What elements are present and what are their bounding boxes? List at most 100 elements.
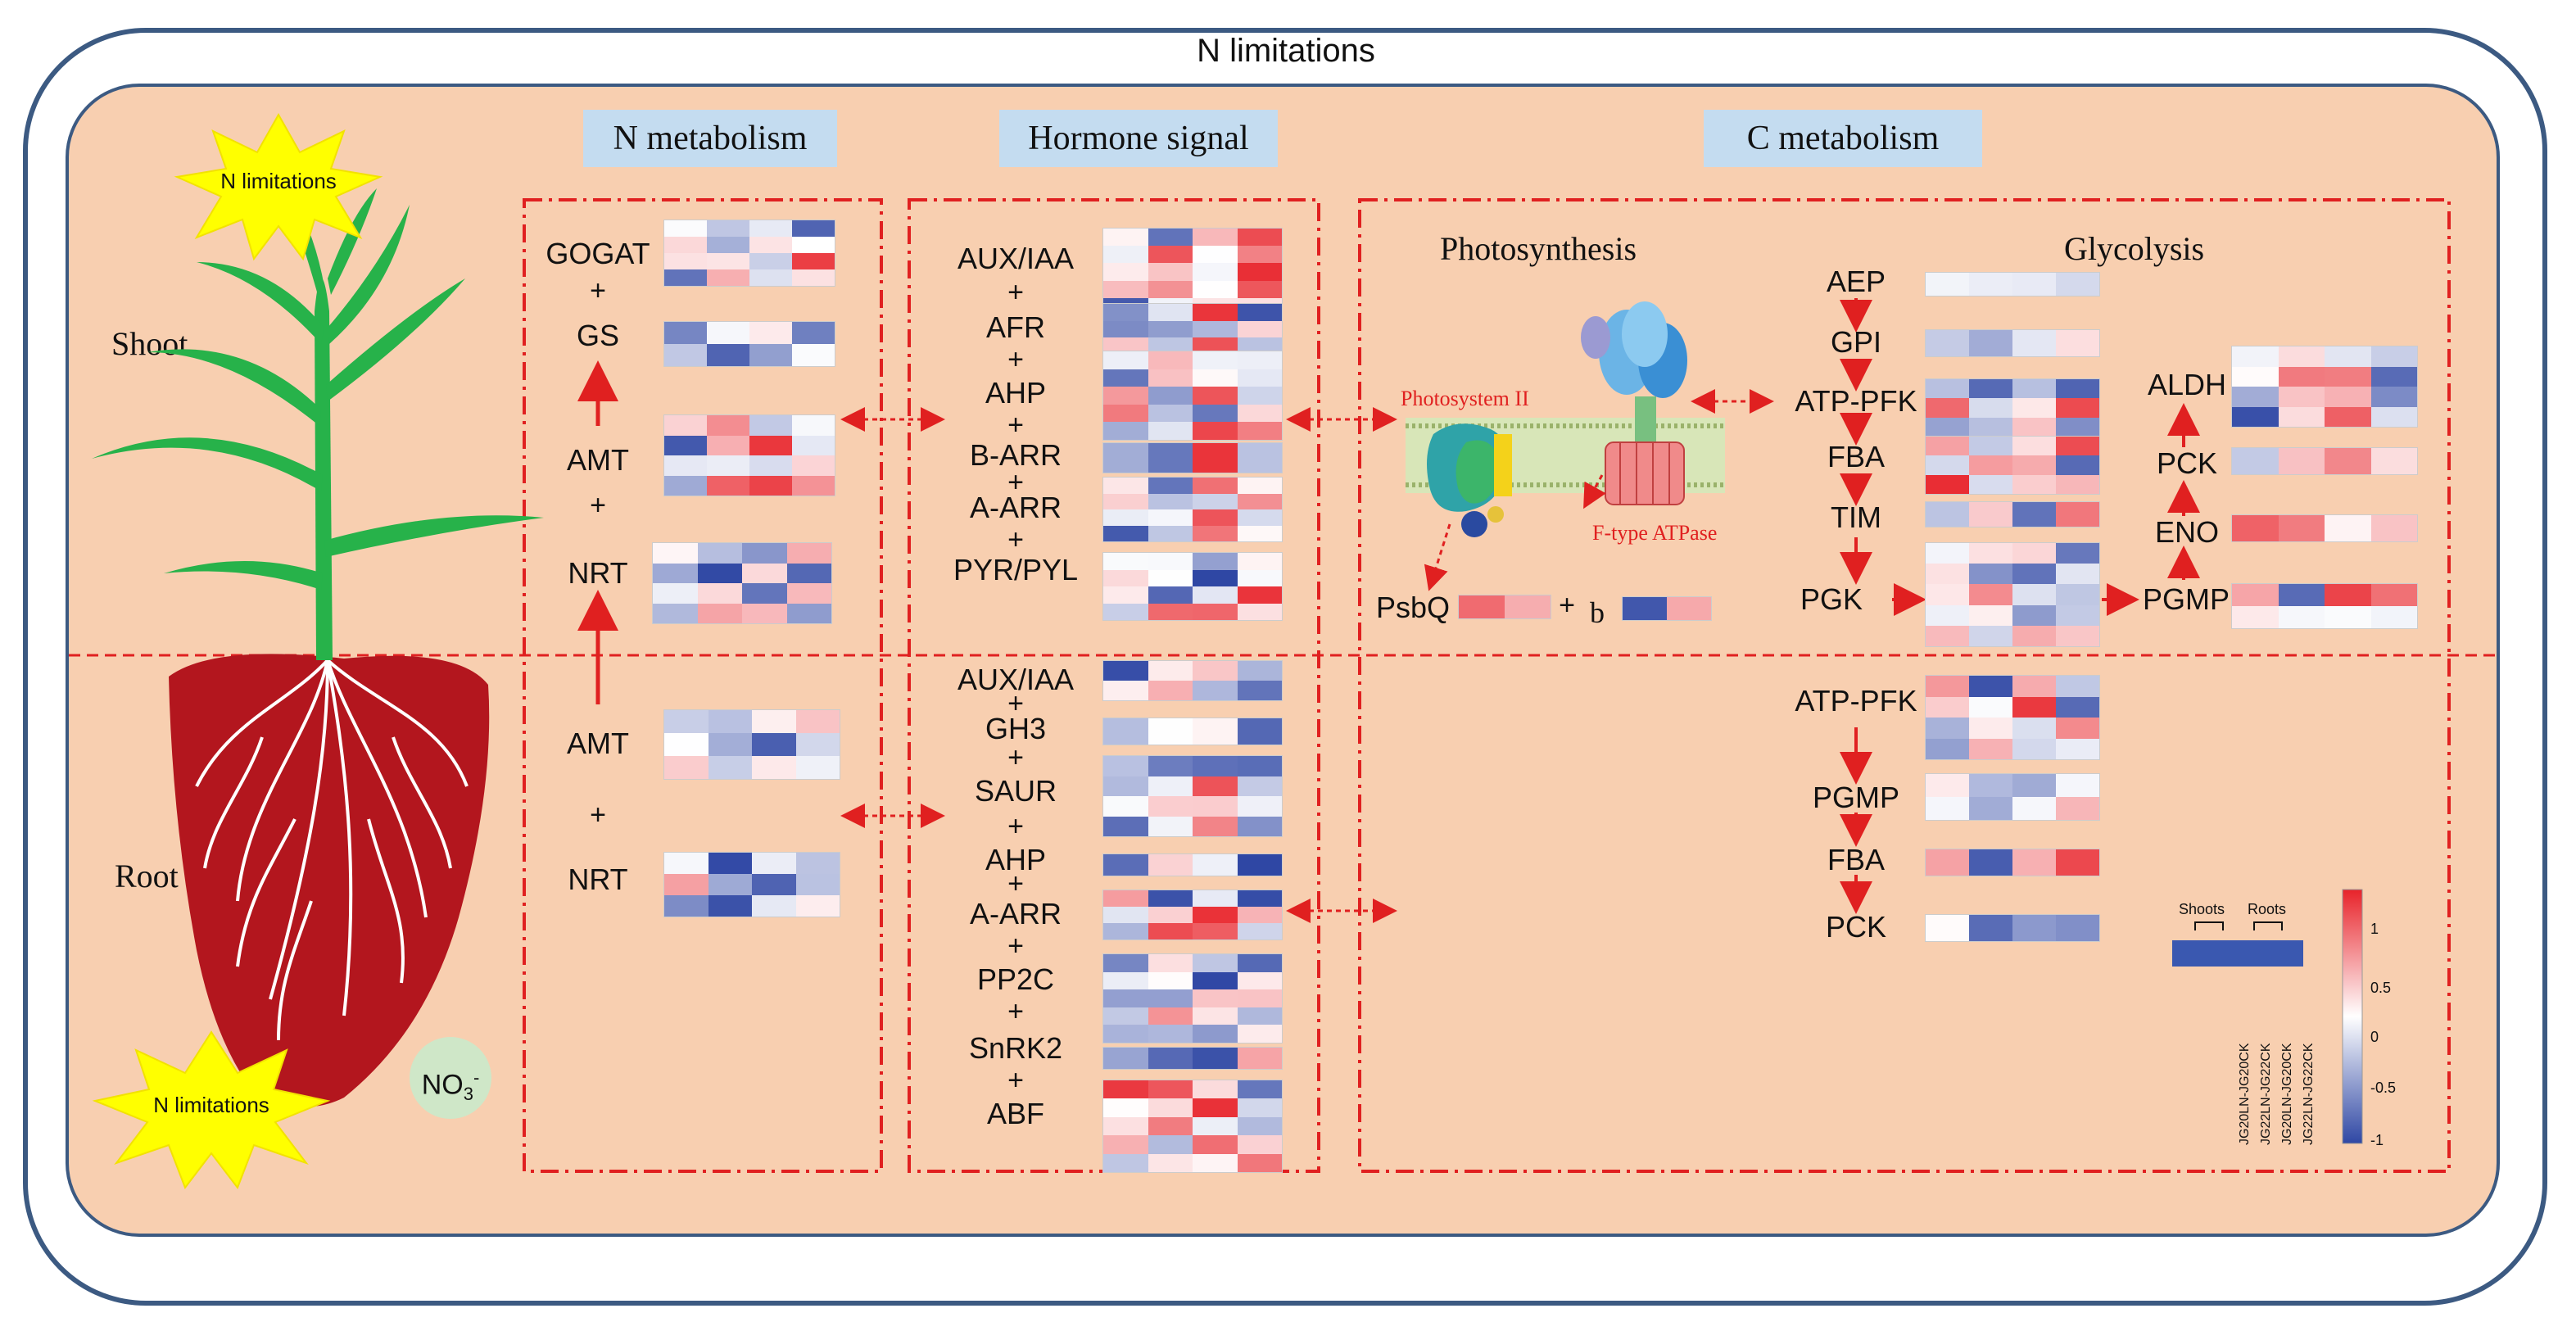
heatmap-cell: [1193, 387, 1238, 405]
plus-sign: +: [1559, 590, 1575, 621]
heatmap-cell: [1148, 1007, 1193, 1025]
gene-ahp: AHP: [985, 376, 1047, 410]
c-metabolism-box: [1358, 198, 2451, 1173]
heatmap-cell: [1148, 661, 1193, 681]
heatmap-cell: [742, 563, 787, 583]
heatmap-cell: [653, 543, 698, 564]
heatmap-cell: [1148, 569, 1193, 586]
heatmap-cell: [2012, 915, 2056, 941]
nitrate-sub: 3: [463, 1084, 473, 1105]
heatmap-cell: [707, 435, 749, 455]
heatmap-cell: [707, 237, 749, 253]
heatmap-cell: [1969, 696, 2012, 718]
heatmap-cell: [1926, 330, 1969, 356]
heatmap-cell: [792, 435, 835, 455]
heatmap-cell: [1237, 404, 1282, 423]
heatmap-cell: [1969, 915, 2012, 941]
heatmap-cell: [792, 220, 835, 237]
heatmap-cell: [2056, 455, 2099, 475]
heatmap-cell: [1148, 304, 1193, 321]
heatmap-cell: [752, 710, 796, 733]
heatmap-cell: [1148, 525, 1193, 541]
plus-sign: +: [1007, 688, 1024, 719]
plus-sign: +: [1007, 524, 1024, 555]
heatmap-cell: [707, 220, 749, 237]
heatmap-cell: [786, 563, 831, 583]
heatmap-cell: [1926, 502, 1969, 527]
heatmap-cell: [1237, 1080, 1282, 1099]
heatmap-cell: [1148, 796, 1193, 817]
heatmap-cell: [792, 415, 835, 436]
heatmap-cell: [1926, 676, 1969, 697]
heatmap-cell: [2056, 437, 2099, 456]
heatmap-cell: [1148, 280, 1193, 298]
gene-aux-iaa: AUX/IAA: [957, 242, 1075, 275]
heatmap-cell: [2056, 696, 2099, 718]
heatmap-cell: [1969, 718, 2012, 739]
plus-sign: +: [1007, 410, 1024, 441]
heatmap-cell: [1148, 320, 1193, 337]
heatmap-cell: [1193, 603, 1238, 620]
label-root: Root: [115, 858, 179, 894]
heatmap-cell: [1103, 351, 1148, 369]
heatmap-cell: [2370, 346, 2417, 367]
heatmap-cell: [1148, 493, 1193, 509]
heatmap-cell: [1193, 854, 1238, 876]
heatmap-cell: [664, 220, 707, 237]
heatmap-cell: [1237, 304, 1282, 321]
heatmap-cell: [2056, 797, 2099, 820]
heatmap-cell: [749, 415, 792, 436]
legend-graphic: [2172, 889, 2363, 1144]
heatmap-block: [1102, 660, 1283, 701]
gene-a-arr-root: A-ARR: [969, 897, 1062, 930]
heatmap-cell: [786, 543, 831, 564]
heatmap-cell: [1103, 776, 1148, 796]
heatmap-cell: [2012, 564, 2056, 585]
heatmap-block: [1102, 477, 1283, 542]
heatmap-cell: [664, 435, 707, 455]
gene-gs: GS: [576, 319, 619, 352]
heatmap-cell: [708, 756, 752, 779]
heatmap-cell: [1237, 907, 1282, 923]
heatmap-cell: [1103, 1080, 1148, 1099]
heatmap-cell: [1667, 597, 1711, 620]
legend-column-label: JG20LN-JG20CK: [2280, 1043, 2294, 1146]
heatmap-cell: [707, 455, 749, 476]
heatmap-cell: [1193, 422, 1238, 440]
heatmap-cell: [742, 603, 787, 623]
gene-abf: ABF: [986, 1097, 1044, 1130]
label-photosynthesis: Photosynthesis: [1440, 230, 1637, 267]
heatmap-cell: [1237, 553, 1282, 570]
heatmap-cell: [2232, 387, 2279, 407]
gene-pyr-pyl: PYR/PYL: [953, 553, 1079, 586]
heatmap-cell: [1969, 604, 2012, 626]
heatmap-block: [2231, 514, 2418, 542]
plus-sign: +: [1007, 930, 1024, 962]
heatmap-cell: [697, 603, 742, 623]
heatmap-cell: [1103, 404, 1148, 423]
gene-a-arr: A-ARR: [969, 491, 1062, 524]
heatmap-cell: [1103, 1116, 1148, 1136]
heatmap-cell: [1193, 816, 1238, 836]
heatmap-cell: [708, 853, 752, 874]
heatmap-cell: [2370, 366, 2417, 387]
gene-pgmp-root: PGMP: [1812, 781, 1899, 814]
heatmap-cell: [1926, 915, 1969, 941]
heatmap-cell: [1969, 564, 2012, 585]
heatmap-cell: [1148, 422, 1193, 440]
heatmap-cell: [1148, 509, 1193, 526]
heatmap-cell: [1193, 493, 1238, 509]
heatmap-block: [663, 709, 840, 780]
heatmap-cell: [1193, 971, 1238, 990]
heatmap-cell: [1148, 246, 1193, 264]
heatmap-cell: [1193, 1007, 1238, 1025]
gene-nrt-root: NRT: [568, 862, 628, 896]
gene-gpi: GPI: [1830, 325, 1881, 359]
heatmap-cell: [708, 895, 752, 917]
heatmap-cell: [2012, 502, 2056, 527]
heatmap-cell: [752, 895, 796, 917]
heatmap-cell: [1237, 756, 1282, 776]
heatmap-cell: [1148, 1098, 1193, 1117]
heatmap-cell: [1237, 1135, 1282, 1154]
gene-pck: PCK: [2156, 446, 2218, 480]
